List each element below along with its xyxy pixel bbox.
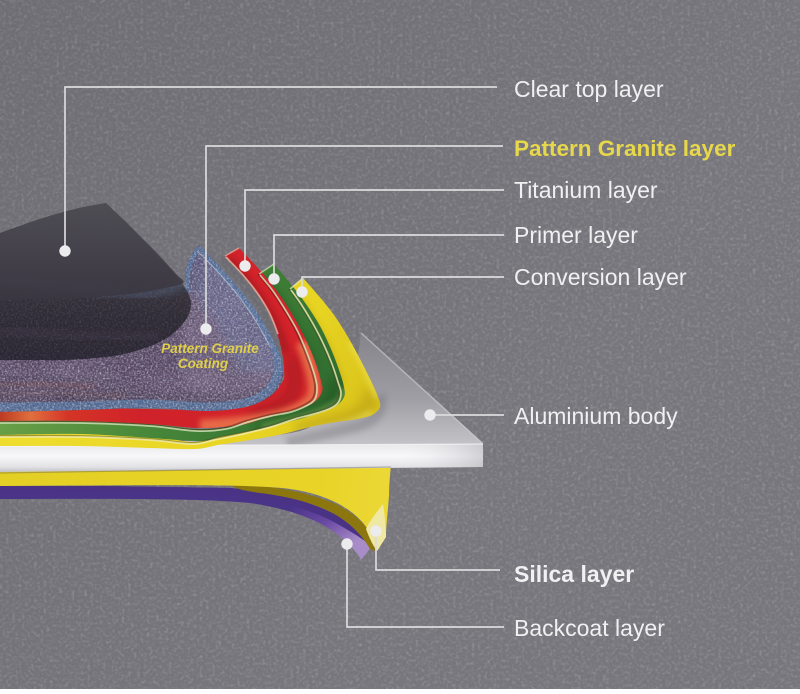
svg-text:Aluminium body: Aluminium body [514, 403, 678, 429]
svg-text:Pattern Granite layer: Pattern Granite layer [514, 136, 736, 161]
svg-text:Titanium layer: Titanium layer [514, 177, 658, 203]
svg-text:Coating: Coating [178, 356, 229, 371]
svg-text:Backcoat layer: Backcoat layer [514, 615, 665, 641]
svg-text:Silica layer: Silica layer [514, 561, 634, 587]
svg-text:Clear top layer: Clear top layer [514, 76, 664, 102]
svg-text:Pattern Granite: Pattern Granite [161, 341, 259, 356]
svg-text:Conversion layer: Conversion layer [514, 264, 687, 290]
svg-text:Primer layer: Primer layer [514, 222, 638, 248]
